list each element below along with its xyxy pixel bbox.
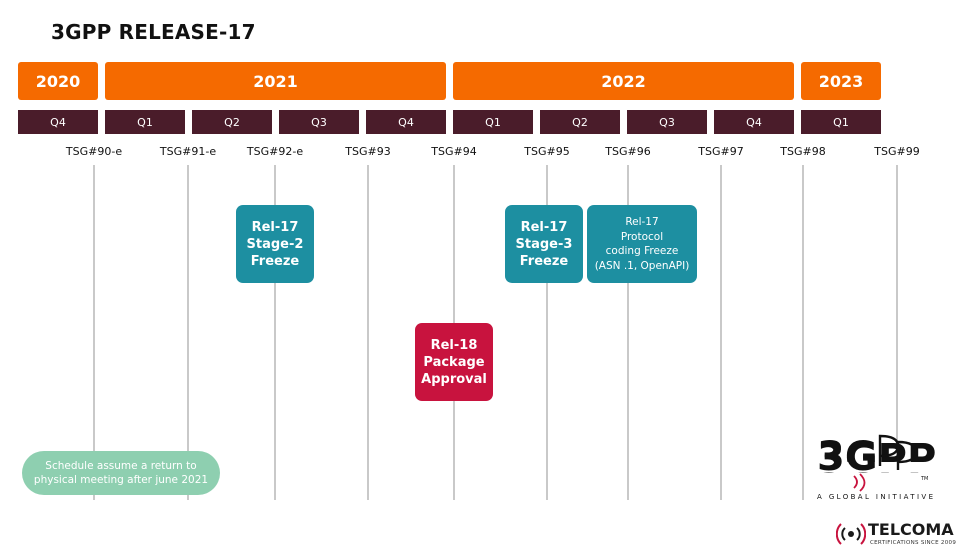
svg-text:3G: 3G [817,434,878,480]
3gpp-logo-mark: 3GPP [817,436,936,482]
year-2021: 2021 [105,62,446,100]
meeting-label: TSG#98 [780,145,826,158]
meeting-line [896,165,898,455]
quarter-2022-q3: Q3 [627,110,707,134]
milestone-rel17-stage3-freeze: Rel-17 Stage-3 Freeze [505,205,583,283]
meeting-label: TSG#96 [605,145,651,158]
milestone-rel17-stage2-freeze: Rel-17 Stage-2 Freeze [236,205,314,283]
meeting-label: TSG#99 [874,145,920,158]
quarter-2020-q4: Q4 [18,110,98,134]
year-2022: 2022 [453,62,794,100]
year-2020: 2020 [18,62,98,100]
meeting-line [187,165,189,500]
meeting-label: TSG#90-e [65,145,123,158]
quarter-2021-q2: Q2 [192,110,272,134]
telcoma-name: TELCOMA [868,520,954,539]
quarter-2021-q3: Q3 [279,110,359,134]
page-title: 3GPP RELEASE-17 [51,20,256,44]
milestone-rel17-protocol-coding-freeze: Rel-17 Protocol coding Freeze (ASN .1, O… [587,205,697,283]
quarter-2021-q1: Q1 [105,110,185,134]
signal-waves-icon [836,523,866,545]
meeting-label: TSG#93 [345,145,391,158]
year-2023: 2023 [801,62,881,100]
3gpp-tagline: A GLOBAL INITIATIVE [817,493,936,501]
schedule-note: Schedule assume a return to physical mee… [22,451,220,495]
milestone-rel18-package-approval: Rel-18 Package Approval [415,323,493,401]
quarter-2022-q2: Q2 [540,110,620,134]
meeting-line [274,165,276,500]
quarter-2021-q4: Q4 [366,110,446,134]
meeting-line [720,165,722,500]
meeting-line [367,165,369,500]
meeting-label: TSG#91-e [159,145,217,158]
quarter-2023-q1: Q1 [801,110,881,134]
meeting-label: TSG#92-e [246,145,304,158]
telcoma-tagline: CERTIFICATIONS SINCE 2009 [870,540,957,546]
quarter-2022-q1: Q1 [453,110,533,134]
meeting-label: TSG#97 [698,145,744,158]
3gpp-logo-tm: TM [920,476,928,482]
meeting-line [546,165,548,500]
quarter-2022-q4: Q4 [714,110,794,134]
meeting-line [627,165,629,500]
meeting-line [802,165,804,500]
meeting-line [93,165,95,500]
meeting-label: TSG#95 [524,145,570,158]
meeting-label: TSG#94 [431,145,477,158]
3gpp-logo: 3GPP 3G TM [814,434,939,492]
